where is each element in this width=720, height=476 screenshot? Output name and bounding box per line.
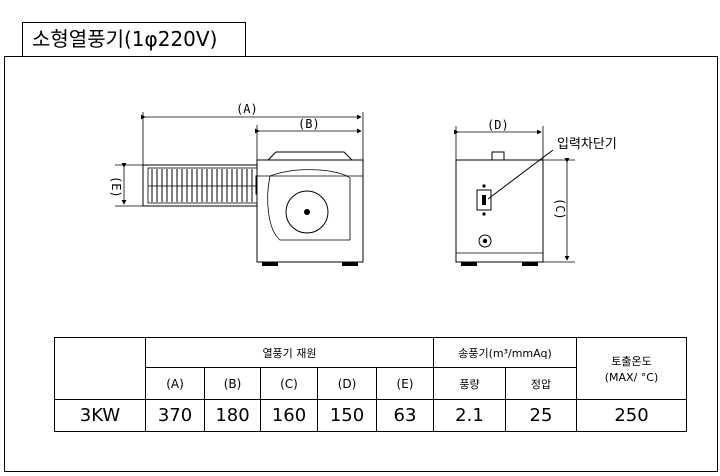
cell-d: 150: [317, 399, 377, 432]
dim-label-e: (E): [109, 176, 123, 198]
dimension-e: (E): [109, 163, 143, 207]
heater-tube: [142, 164, 264, 207]
cell-e: 63: [376, 399, 434, 432]
header-blank-cell: [54, 337, 146, 400]
dimension-d: (D): [454, 118, 544, 160]
cell-b: 180: [204, 399, 261, 432]
drawing-frame: [4, 56, 718, 472]
dimension-c: (C): [543, 158, 575, 263]
spec-table: 열풍기 재원 송풍기(m³/mmAq) 토출온도 (MAX/ °C) (A) (…: [54, 337, 687, 432]
col-header-b: (B): [204, 367, 261, 400]
col-header-d: (D): [317, 367, 377, 400]
blower-group-header: 송풍기(m³/mmAq): [433, 337, 577, 368]
col-header-e: (E): [376, 367, 434, 400]
cell-temp: 250: [576, 399, 687, 432]
cell-flow: 2.1: [433, 399, 506, 432]
page-title: 소형열풍기(1φ220V): [32, 27, 218, 51]
cell-pressure: 25: [505, 399, 577, 432]
cell-model: 3KW: [54, 399, 146, 432]
dimension-a: (A): [141, 102, 364, 165]
temp-label-line1: 토출온도: [611, 355, 652, 368]
cell-a: 370: [145, 399, 205, 432]
temp-header: 토출온도 (MAX/ °C): [576, 337, 687, 400]
header-row-1: 열풍기 재원 송풍기(m³/mmAq) 토출온도 (MAX/ °C): [54, 337, 687, 400]
col-header-a: (A): [145, 367, 205, 400]
cell-c: 160: [260, 399, 318, 432]
dimension-b: (B): [255, 117, 362, 160]
heater-group-header: 열풍기 재원: [145, 337, 434, 368]
circuit-breaker-callout: 입력차단기: [557, 137, 617, 152]
title-box: [22, 22, 246, 56]
col-header-pressure: 정압: [505, 367, 577, 400]
temp-label-line2: (MAX/ °C): [604, 371, 659, 384]
dim-label-c: (C): [553, 198, 567, 220]
blower-side-view: [256, 151, 364, 266]
col-header-c: (C): [260, 367, 318, 400]
dim-label-d: (D): [487, 118, 509, 132]
col-header-flow: 풍량: [433, 367, 506, 400]
blower-front-view: [455, 149, 554, 266]
table-row: 3KW 370 180 160 150 63 2.1 25 250: [54, 399, 687, 432]
dim-label-b: (B): [298, 117, 320, 131]
dim-label-a: (A): [236, 102, 258, 116]
